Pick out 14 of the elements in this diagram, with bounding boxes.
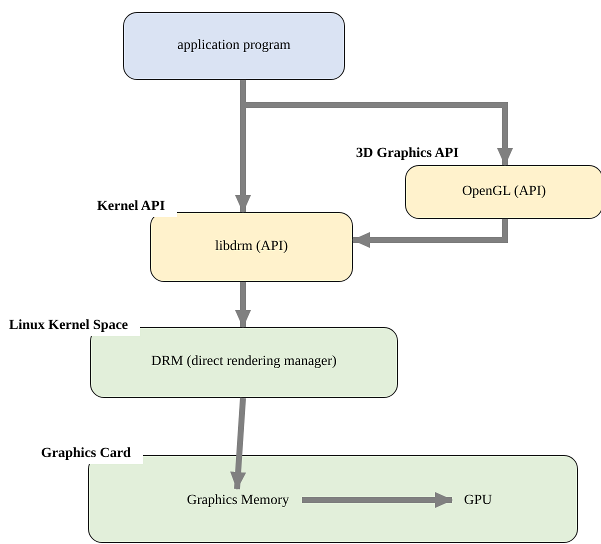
layer-heading: Graphics Card [41, 444, 143, 464]
layer-heading: Linux Kernel Space [9, 316, 140, 336]
component-label: Graphics Memory [173, 490, 303, 512]
arrow [230, 398, 246, 490]
arrow [352, 219, 508, 248]
arrow [302, 492, 453, 508]
arrow [235, 282, 251, 328]
box-label: application program [177, 36, 291, 55]
layer-heading: Kernel API [97, 197, 178, 217]
component-label: GPU [453, 490, 503, 512]
process-box [123, 12, 345, 80]
box-label: DRM (direct rendering manager) [151, 353, 337, 372]
box-label: libdrm (API) [215, 238, 288, 256]
box-label: OpenGL (API) [462, 182, 546, 201]
